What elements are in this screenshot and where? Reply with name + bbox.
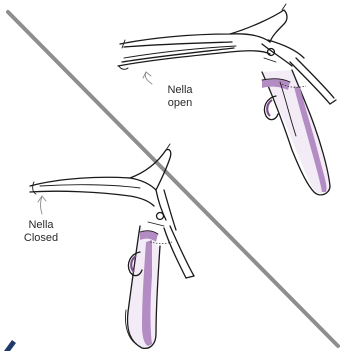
nella-open-label: Nella open — [158, 84, 202, 110]
closed-label-line2: Closed — [18, 232, 64, 245]
diagonal-divider — [8, 12, 338, 346]
open-label-line2: open — [158, 97, 202, 110]
closed-label-line1: Nella — [18, 219, 64, 232]
corner-mark — [4, 340, 16, 351]
open-label-line1: Nella — [158, 84, 202, 97]
nella-closed-label: Nella Closed — [18, 219, 64, 245]
